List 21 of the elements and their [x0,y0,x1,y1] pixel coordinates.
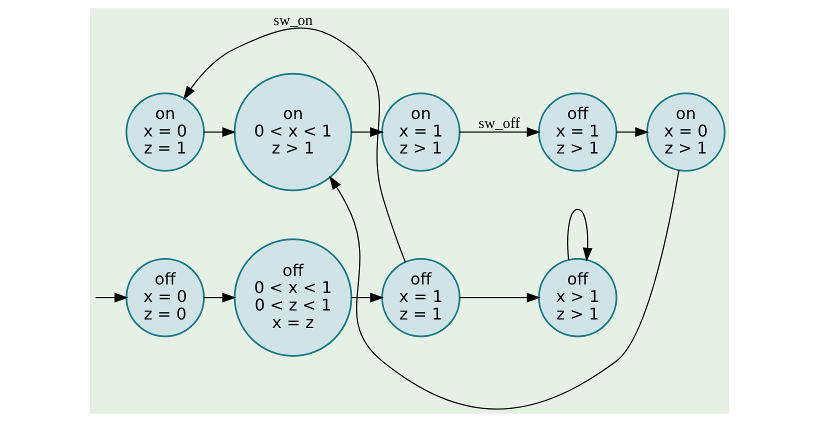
arrow [329,170,680,410]
node-circle: on x = 1 z > 1 [381,92,460,172]
arrow [459,127,541,137]
arrow [351,127,384,137]
arrow [616,127,650,137]
arrow [459,292,541,302]
arrow [204,127,236,137]
node-circle: off x = 1 z > 1 [538,92,618,172]
node-circle: off x = 1 z = 1 [381,258,460,338]
arrow [183,28,406,262]
arrow [567,208,592,262]
node-circle: on x = 0 z > 1 [646,92,726,172]
arrow [204,292,236,302]
edge-label: sw_off [478,116,520,132]
arrow [96,292,128,302]
node-circle: off 0 < x < 1 0 < z < 1 x = z [234,238,352,357]
node-circle: off x = 0 z = 0 [126,258,205,338]
node-circle: off x > 1 z > 1 [538,258,618,338]
arrow [351,292,384,302]
edge-label: sw_on [273,12,313,29]
node-circle: on x = 0 z = 1 [126,92,205,172]
